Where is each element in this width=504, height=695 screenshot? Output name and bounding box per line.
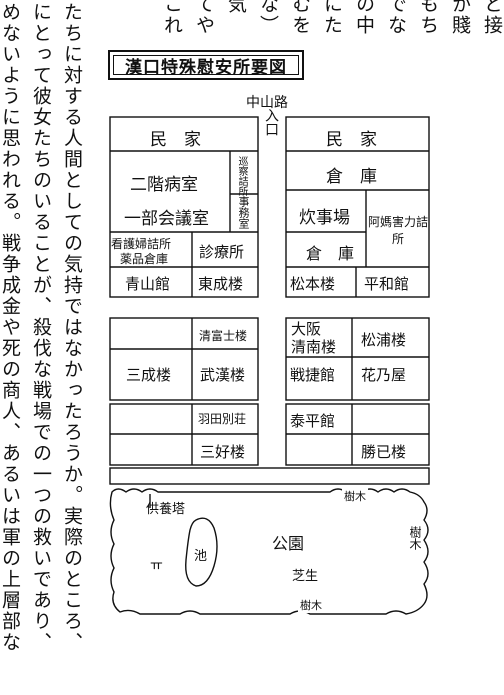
junsa-tsumesho: 巡察詰所 <box>236 156 247 196</box>
shinryosho: 診療所 <box>199 243 245 261</box>
text-column-6: にた <box>321 0 343 36</box>
matsumoto-ro: 松本楼 <box>290 275 336 293</box>
left-minka: 民 家 <box>150 130 201 150</box>
kuyoto-label: 供養塔 <box>146 502 186 517</box>
jumoku-bottom: 樹木 <box>298 597 324 613</box>
map-title: 漢口特殊慰安所要図 <box>125 57 287 78</box>
nikai-byoshitsu: 二階病室 <box>130 175 198 195</box>
text-column-7: むを <box>289 0 311 36</box>
jimushitsu: 事務室 <box>237 196 250 229</box>
kangofu-tsumesho: 看護婦詰所 <box>111 237 172 251</box>
yakuhin-soko: 薬品倉庫 <box>120 252 169 266</box>
jumoku-right: 樹木 <box>408 526 422 550</box>
sansei-ro: 三成楼 <box>126 366 172 384</box>
text-column-8: な） <box>257 0 279 36</box>
text-column-14: めないように思われる。戦争成金や死の商人、あるいは軍の上層部な <box>0 2 21 653</box>
text-column-12: たちに対する人間としての気持ではなかったろうか。実際のところ、 <box>61 2 83 653</box>
jumoku-top: 樹木 <box>342 488 368 504</box>
text-column-3: もち <box>417 0 439 36</box>
text-column-4: でな <box>385 0 407 36</box>
text-column-10: てや <box>193 0 215 36</box>
ichibu-kaigishitsu: 一部会議室 <box>124 209 209 229</box>
lawn-label: 芝生 <box>292 569 319 584</box>
entrance-label: 入口 <box>263 108 279 136</box>
seinan-ro: 清南楼 <box>291 338 337 356</box>
soko-2: 倉 庫 <box>306 244 355 263</box>
haneda-besso: 羽田別荘 <box>198 412 247 426</box>
tosei-ro: 東成楼 <box>198 275 244 293</box>
text-column-9: 気 <box>225 0 247 15</box>
aoyama-kan: 青山館 <box>125 275 171 293</box>
text-column-1: と接 <box>481 0 503 36</box>
right-minka: 民 家 <box>326 130 377 150</box>
pond-label: 池 <box>194 549 208 564</box>
kiyotomi-ro: 清富士楼 <box>199 329 248 343</box>
text-column-13: にとって彼女たちのいることが、殺伐な戦場での一つの救いであり、 <box>30 2 52 653</box>
street-label: 中山路 <box>246 95 288 111</box>
text-column-5: の中 <box>353 0 375 36</box>
park-label: 公園 <box>272 534 305 553</box>
sensho-kan: 戦捷館 <box>290 366 336 384</box>
suijiba: 炊事場 <box>299 208 350 228</box>
shoki-ro: 勝已楼 <box>361 443 407 461</box>
osaka-label: 大阪 <box>291 320 322 338</box>
text-column-2: か賤 <box>449 0 471 36</box>
amah-tsumesho: 阿媽害力詰所 <box>368 215 429 246</box>
heiwa-kan: 平和館 <box>364 275 410 293</box>
sanko-ro: 三好楼 <box>200 443 246 461</box>
shrine-icon: ㅠ <box>150 558 163 574</box>
matsuura-ro: 松浦楼 <box>361 331 407 349</box>
hananoya: 花乃屋 <box>361 366 407 384</box>
map-title-box: 漢口特殊慰安所要図 <box>108 50 304 80</box>
taihei-kan: 泰平館 <box>290 412 336 430</box>
soko-1: 倉 庫 <box>326 167 377 187</box>
text-column-11: これ <box>161 0 183 36</box>
buhan-ro: 武漢楼 <box>200 366 246 384</box>
